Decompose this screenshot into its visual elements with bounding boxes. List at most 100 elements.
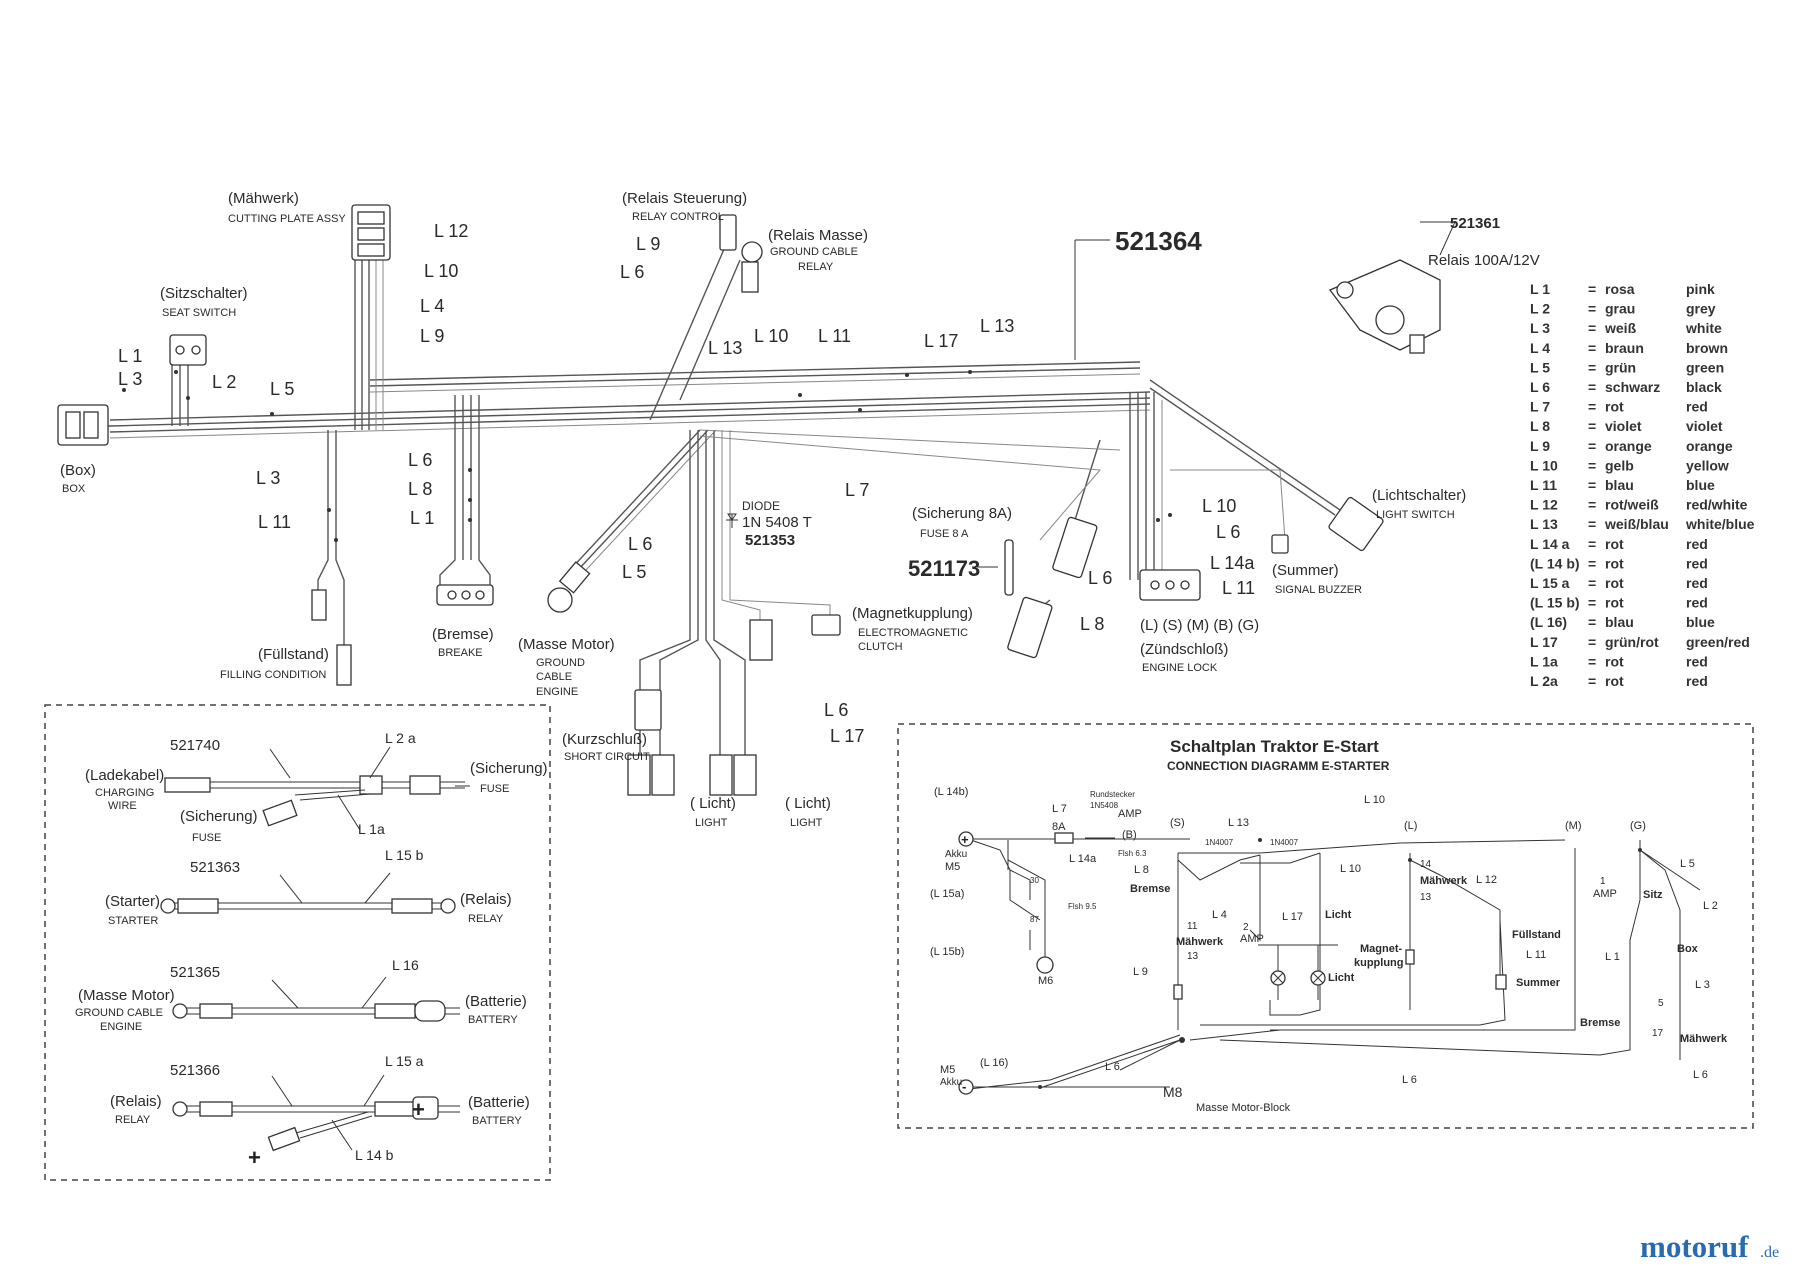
legend-de: rot xyxy=(1605,653,1624,669)
svg-text:(Masse Motor): (Masse Motor) xyxy=(78,987,175,1004)
wiring-harness xyxy=(57,204,1456,796)
legend-en: red xyxy=(1686,536,1708,552)
legend-de: rosa xyxy=(1605,281,1635,297)
svg-text:L 17: L 17 xyxy=(1282,911,1303,923)
svg-text:L 1: L 1 xyxy=(1605,951,1620,963)
svg-text:AMP: AMP xyxy=(1593,888,1617,900)
battery-minus-symbol xyxy=(958,1079,974,1095)
engine-lock-en: ENGINE LOCK xyxy=(1142,662,1218,674)
legend-code: L 10 xyxy=(1530,457,1558,473)
wire-tag: L 13 xyxy=(708,338,742,358)
legend-eq: = xyxy=(1588,340,1596,356)
summer-de: (Summer) xyxy=(1272,562,1339,579)
cable-521363: 521363 L 15 b (Starter) STARTER (Relais)… xyxy=(105,847,512,927)
svg-text:RELAY: RELAY xyxy=(115,1114,151,1126)
svg-text:(L 15a): (L 15a) xyxy=(930,888,964,900)
svg-text:87: 87 xyxy=(1030,915,1039,924)
legend-code: L 13 xyxy=(1530,516,1558,532)
svg-text:L 4: L 4 xyxy=(1212,909,1227,921)
cutting-plate-connector xyxy=(351,204,391,261)
brake-connector xyxy=(436,584,494,606)
diode-symbol xyxy=(726,513,738,528)
diode-number: 521353 xyxy=(745,532,795,549)
legend-de: rot xyxy=(1605,399,1624,415)
legend-en: red xyxy=(1686,555,1708,571)
legend-code: (L 15 b) xyxy=(1530,595,1580,611)
legend-code: L 2a xyxy=(1530,673,1558,689)
legend-de: grün/rot xyxy=(1605,634,1659,650)
wire-tag: L 1 xyxy=(410,508,434,528)
kurzschluss-de: (Kurzschluß) xyxy=(562,731,647,748)
legend-eq: = xyxy=(1588,418,1596,434)
svg-text:FUSE: FUSE xyxy=(480,783,509,795)
engine-ground-eyelet xyxy=(547,561,591,613)
svg-text:(L 16): (L 16) xyxy=(980,1057,1008,1069)
wire-tag: L 17 xyxy=(924,331,958,351)
svg-text:M5: M5 xyxy=(940,1064,955,1076)
legend-de: blau xyxy=(1605,477,1634,493)
legend-en: red xyxy=(1686,399,1708,415)
wire-tag: L 10 xyxy=(1202,496,1236,516)
legend-code: L 9 xyxy=(1530,438,1550,454)
svg-text:521366: 521366 xyxy=(170,1062,220,1079)
sicherung-de: (Sicherung 8A) xyxy=(912,505,1012,522)
legend-de: rot xyxy=(1605,555,1624,571)
legend-de: schwarz xyxy=(1605,379,1660,395)
light-switch-connector xyxy=(1328,496,1384,552)
svg-text:1N4007: 1N4007 xyxy=(1270,838,1299,847)
legend-de: rot xyxy=(1605,595,1624,611)
svg-text:WIRE: WIRE xyxy=(108,800,137,812)
schematic-panel: Schaltplan Traktor E-Start CONNECTION DI… xyxy=(930,737,1728,1114)
engine-lock-de: (Zündschloß) xyxy=(1140,641,1228,658)
wire-tag: L 8 xyxy=(1080,614,1104,634)
svg-text:.de: .de xyxy=(1760,1244,1779,1261)
clutch-connector xyxy=(749,614,841,661)
svg-text:L 10: L 10 xyxy=(1364,794,1385,806)
svg-text:L 7: L 7 xyxy=(1052,803,1067,815)
licht1-en: LIGHT xyxy=(695,817,728,829)
box-en: BOX xyxy=(62,483,86,495)
clutch-coil-symbol xyxy=(1405,949,1415,965)
svg-text:(Relais): (Relais) xyxy=(460,891,512,908)
relay-100a xyxy=(1328,259,1441,354)
bremse-de: (Bremse) xyxy=(432,626,494,643)
magnetkupplung-en1: ELECTROMAGNETIC xyxy=(858,627,968,639)
legend-de: weiß xyxy=(1604,320,1637,336)
svg-text:L 2: L 2 xyxy=(1703,900,1718,912)
legend-eq: = xyxy=(1588,653,1596,669)
svg-text:L 9: L 9 xyxy=(1133,966,1148,978)
masse-motor-en2: CABLE xyxy=(536,671,572,683)
fuse-holder xyxy=(1004,516,1098,659)
svg-text:Füllstand: Füllstand xyxy=(1512,929,1561,941)
wire-tag: L 17 xyxy=(830,726,864,746)
legend-eq: = xyxy=(1588,281,1596,297)
svg-text:Flsh 9.5: Flsh 9.5 xyxy=(1068,902,1097,911)
svg-text:Licht: Licht xyxy=(1325,909,1352,921)
wire-tag: L 12 xyxy=(434,221,468,241)
svg-text:11: 11 xyxy=(1187,921,1198,932)
sitzschalter-de: (Sitzschalter) xyxy=(160,285,248,302)
svg-text:2: 2 xyxy=(1243,922,1249,933)
svg-text:L 13: L 13 xyxy=(1228,817,1249,829)
legend-code: L 14 a xyxy=(1530,536,1570,552)
svg-text:+: + xyxy=(248,1145,261,1170)
wire-tag: L 6 xyxy=(408,450,432,470)
legend-en: blue xyxy=(1686,477,1715,493)
svg-text:motoruf: motoruf xyxy=(1640,1229,1749,1264)
legend-en: red/white xyxy=(1686,497,1748,513)
svg-text:Sitz: Sitz xyxy=(1643,889,1663,901)
buzzer-symbol xyxy=(1495,974,1507,990)
kurzschluss-en: SHORT CIRCUIT xyxy=(564,751,650,763)
legend-en: white xyxy=(1685,320,1722,336)
svg-text:13: 13 xyxy=(1187,951,1199,962)
wire-tag: L 4 xyxy=(420,296,444,316)
legend-eq: = xyxy=(1588,595,1596,611)
magnetkupplung-de: (Magnetkupplung) xyxy=(852,605,973,622)
svg-text:BATTERY: BATTERY xyxy=(468,1014,518,1026)
schematic-subtitle: CONNECTION DIAGRAMM E-STARTER xyxy=(1167,759,1390,773)
legend-code: L 7 xyxy=(1530,399,1550,415)
wire-tag: L 8 xyxy=(408,479,432,499)
maehwerk-en: CUTTING PLATE ASSY xyxy=(228,213,346,225)
svg-text:Magnet-: Magnet- xyxy=(1360,943,1403,955)
switch-symbol xyxy=(1173,984,1183,1000)
